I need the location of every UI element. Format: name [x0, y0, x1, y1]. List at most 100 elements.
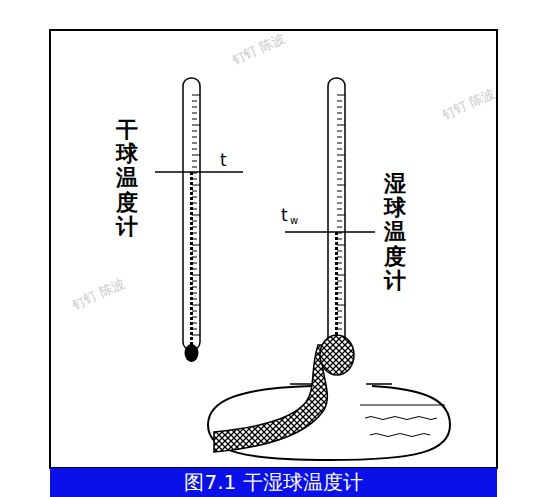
scale-tick — [192, 251, 197, 252]
scale-tick — [192, 293, 197, 294]
scale-tick — [192, 305, 200, 306]
scale-tick — [192, 317, 197, 318]
scale-tick — [192, 263, 197, 264]
scale-tick — [192, 185, 200, 186]
scale-tick — [337, 161, 342, 162]
scale-tick — [337, 167, 342, 168]
scale-tick — [337, 299, 342, 300]
scale-tick — [337, 203, 342, 204]
mercury-column — [335, 232, 338, 335]
scale-tick — [337, 239, 342, 240]
scale-tick — [337, 119, 342, 120]
scale-tick — [192, 161, 197, 162]
scale-tick — [337, 329, 342, 330]
scale-tick — [192, 155, 200, 156]
scale-tick — [337, 173, 342, 174]
scale-tick — [337, 215, 345, 216]
caption: 图7.1 干湿球温度计 — [184, 469, 362, 496]
scale-tick — [192, 329, 197, 330]
scale-tick — [192, 287, 197, 288]
scale-tick — [192, 257, 197, 258]
scale-tick — [337, 179, 342, 180]
wet-bulb-wrap — [320, 335, 354, 375]
scale-tick — [192, 281, 197, 282]
scale-tick — [192, 221, 197, 222]
scale-tick — [337, 185, 345, 186]
scale-tick — [337, 317, 342, 318]
water-ripple — [370, 434, 430, 437]
scale-tick — [337, 281, 342, 282]
scale-tick — [192, 107, 197, 108]
scale-tick — [337, 149, 342, 150]
scale-tick — [337, 113, 342, 114]
reading-symbol: t — [220, 152, 227, 169]
frame — [50, 30, 497, 468]
scale-tick — [192, 179, 197, 180]
dry-reading-line — [155, 171, 243, 173]
water-ripple — [365, 417, 437, 420]
scale-tick — [337, 107, 342, 108]
scale-tick — [192, 131, 197, 132]
scale-tick — [192, 143, 197, 144]
scale-tick — [337, 155, 345, 156]
scale-tick — [192, 203, 197, 204]
water-surface — [360, 404, 445, 405]
scale-tick — [337, 95, 345, 96]
bowl-rim — [366, 383, 392, 385]
scale-tick — [337, 227, 342, 228]
scale-tick — [192, 323, 197, 324]
scale-tick — [192, 335, 200, 336]
scale-tick — [337, 287, 342, 288]
scale-tick — [337, 245, 345, 246]
scale-tick — [337, 209, 342, 210]
subscript: w — [290, 216, 298, 226]
vertical-label: 湿球温度计 — [384, 172, 406, 293]
vertical-label: 干球温度计 — [116, 118, 138, 239]
wet-reading-line — [285, 231, 375, 233]
scale-tick — [337, 221, 342, 222]
wet-thermometer-tube — [328, 78, 345, 350]
scale-tick — [337, 323, 342, 324]
scale-tick — [337, 275, 345, 276]
scale-tick — [192, 191, 197, 192]
scale-tick — [337, 263, 342, 264]
dry-thermometer-tube — [183, 78, 200, 350]
mercury-column — [190, 172, 193, 348]
scale-tick — [192, 113, 197, 114]
scale-tick — [337, 305, 345, 306]
scale-tick — [192, 215, 200, 216]
scale-tick — [337, 131, 342, 132]
scale-tick — [337, 143, 342, 144]
scale-tick — [192, 125, 200, 126]
scale-tick — [337, 125, 345, 126]
scale-tick — [337, 251, 342, 252]
scale-tick — [192, 167, 197, 168]
scale-tick — [192, 245, 200, 246]
scale-tick — [192, 101, 197, 102]
scale-tick — [192, 95, 200, 96]
scale-tick — [192, 233, 197, 234]
scale-tick — [192, 299, 197, 300]
scale-tick — [337, 269, 342, 270]
scale-tick — [192, 209, 197, 210]
dry-bulb — [185, 344, 199, 362]
scale-tick — [337, 293, 342, 294]
reading-symbol: t — [281, 207, 288, 224]
scale-tick — [337, 311, 342, 312]
scale-tick — [192, 275, 200, 276]
scale-tick — [337, 137, 342, 138]
scale-tick — [192, 173, 197, 174]
scale-tick — [337, 233, 342, 234]
wick — [214, 345, 327, 452]
scale-tick — [337, 101, 342, 102]
scale-tick — [337, 197, 342, 198]
caption-bar: 图7.1 干湿球温度计 — [50, 468, 497, 497]
scale-tick — [337, 191, 342, 192]
scale-tick — [192, 227, 197, 228]
scale-tick — [192, 149, 197, 150]
scale-tick — [192, 197, 197, 198]
scale-tick — [192, 311, 197, 312]
scale-tick — [337, 257, 342, 258]
scale-tick — [192, 239, 197, 240]
